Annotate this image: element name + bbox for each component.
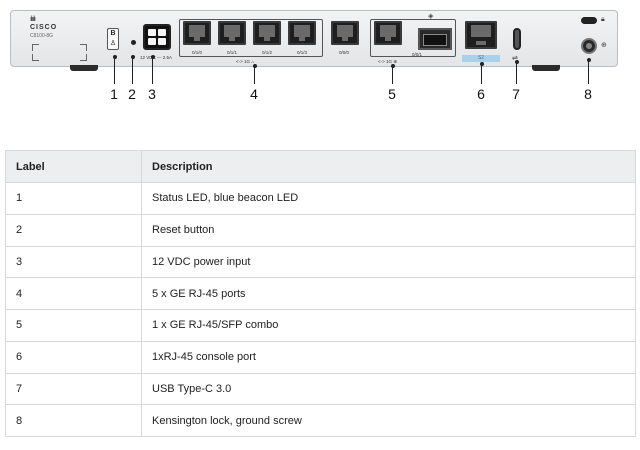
chassis-foot [70,65,98,71]
status-led: B♙ [107,28,119,50]
ge-port-group [179,19,323,57]
callout-dot [131,55,135,59]
row-label: 1 [5,182,142,215]
callout-dot [113,55,117,59]
row-description: 1xRJ-45 console port [141,340,636,374]
console-port [465,21,497,49]
speed-label: <-> 1G ⛬ [236,59,255,64]
chassis-foot [532,65,560,71]
callout-number: 1 [110,86,118,102]
port-label: 0/1/3 [297,50,308,55]
usb-c-port [513,28,521,50]
callout-line [132,57,133,84]
row-description: USB Type-C 3.0 [141,372,636,406]
header-description: Description [141,150,636,183]
corner-bracket-icon [32,44,39,51]
port-label: 0/1/0 [192,50,203,55]
rj45-port [218,21,246,45]
ground-icon: ⊕ [601,42,607,49]
callout-dot [587,58,591,62]
callout-dot [391,64,395,68]
callout-number: 5 [388,86,396,102]
person-icon: ♙ [109,40,117,47]
table-header-row: Label Description [5,150,636,183]
console-label: S2 [477,55,485,61]
header-label: Label [5,150,142,183]
callout-number: 2 [128,86,136,102]
sfp-icon: ◈ [428,13,434,20]
power-rating-label: 12 VDC --- 2.5A [140,55,173,60]
port-label: 0/1/1 [227,50,238,55]
speed-label: <-> 1G ⊕ [378,59,398,64]
usb-icon: ⇌ [512,55,518,62]
row-description: Reset button [141,213,636,247]
callout-dot [515,60,519,64]
cisco-bars-icon: ılıılı [30,16,36,23]
corner-bracket-icon [32,54,39,61]
callout-dot [253,64,257,68]
rj45-port [253,21,281,45]
row-description: Kensington lock, ground screw [141,404,636,437]
row-label: 2 [5,213,142,247]
corner-bracket-icon [80,54,87,61]
row-label: 8 [5,404,142,437]
row-description: 12 VDC power input [141,245,636,279]
device-figure: ılıılı CISCO C8100-8G B♙ 12 VDC --- 2.5A… [0,0,640,110]
callout-number: 3 [148,86,156,102]
row-description: 5 x GE RJ-45 ports [141,277,636,310]
callout-line [516,62,517,84]
callout-dot [480,62,484,66]
row-label: 6 [5,340,142,374]
combo-port-group [370,19,456,57]
ground-screw [581,38,597,54]
row-label: 5 [5,309,142,342]
rj45-port [183,21,211,45]
rj45-port [288,21,316,45]
corner-bracket-icon [80,44,87,51]
callout-number: 4 [250,86,258,102]
rj45-port [374,21,402,45]
status-led-label: B [110,30,116,37]
cisco-logo: ılıılı CISCO C8100-8G [30,16,57,40]
port-label: 0/1/2 [262,50,273,55]
callout-line [588,60,589,84]
callout-dot [151,55,155,59]
kensington-lock-slot [581,17,597,24]
row-label: 3 [5,245,142,279]
port-label: 0/0/1 [412,52,423,57]
port-label: 0/0/0 [339,50,350,55]
callout-line [152,57,153,84]
callout-number: 6 [477,86,485,102]
row-description: 1 x GE RJ-45/SFP combo [141,309,636,342]
logo-model: C8100-8G [30,33,54,39]
callout-line [254,66,255,84]
callout-number: 7 [512,86,520,102]
row-label: 4 [5,277,142,310]
callout-line [392,66,393,84]
lock-icon: 🔒︎ [601,16,605,23]
callout-line [114,57,115,84]
speed-label-text: 1G [244,59,251,64]
row-description: Status LED, blue beacon LED [141,182,636,215]
rj45-port [331,21,359,45]
console-label-strip: S2 [462,55,500,62]
sfp-port [418,28,452,50]
row-label: 7 [5,372,142,406]
callout-number: 8 [584,86,592,102]
reset-button[interactable] [131,40,136,45]
logo-brand: CISCO [30,24,58,31]
callout-line [481,64,482,84]
speed-label-text: 1G [386,59,393,64]
power-input [143,24,171,50]
